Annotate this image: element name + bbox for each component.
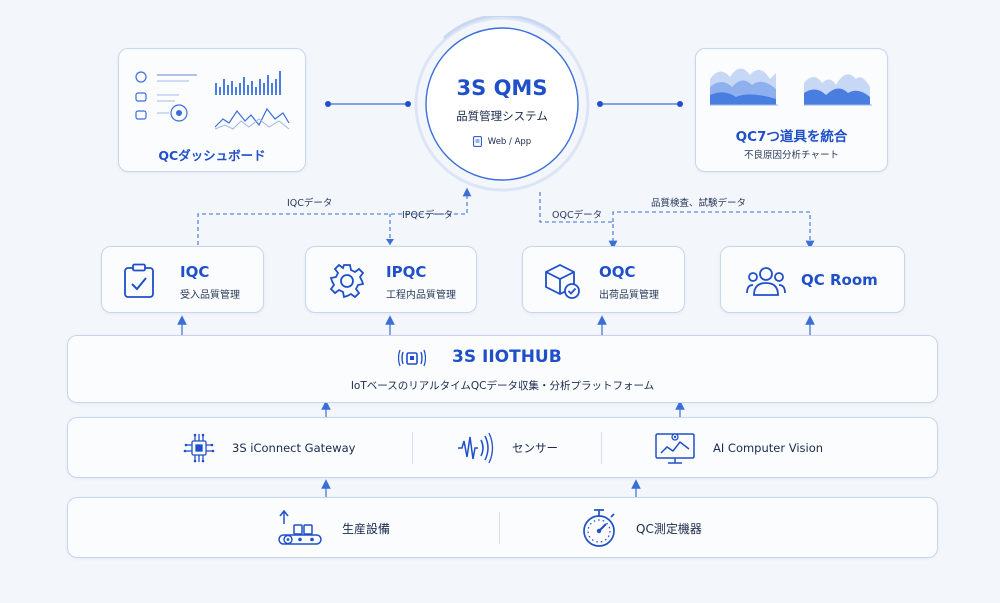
module-title-qc-room: QC Room: [801, 271, 878, 289]
center-subtitle: 品質管理システム: [456, 109, 548, 123]
flow-label-iqc: IQCデータ: [287, 198, 333, 209]
module-card-qc-room[interactable]: QC Room: [720, 246, 905, 313]
device-gateway[interactable]: 3S iConnect Gateway: [182, 432, 355, 464]
hub-title: 3S IIOTHUB: [452, 347, 562, 367]
module-subtitle-oqc: 出荷品質管理: [599, 290, 659, 301]
hub-subtitle: IoTベースのリアルタイムQCデータ収集・分析プラットフォーム: [350, 380, 655, 392]
sources-divider: [499, 512, 500, 544]
users-icon: [746, 267, 786, 296]
module-title-iqc: IQC: [180, 263, 210, 281]
box-check-icon: [545, 263, 580, 299]
iot-gateway-icon: [398, 349, 426, 367]
device-sensor[interactable]: センサー: [456, 431, 558, 465]
monitor-vision-icon: [655, 433, 695, 464]
flow-label-inspection: 品質検査、試験データ: [651, 198, 747, 209]
iiothub-card[interactable]: 3S IIOTHUB IoTベースのリアルタイムQCデータ収集・分析プラットフォ…: [67, 335, 938, 403]
source-qc-instruments-label: QC測定機器: [636, 521, 702, 536]
qc7-subtitle: 不良原因分析チャート: [744, 150, 839, 161]
flow-label-ipqc: IPQCデータ: [402, 210, 454, 221]
flow-label-oqc: OQCデータ: [552, 210, 603, 221]
center-title: 3S QMS: [456, 76, 548, 100]
source-qc-instruments[interactable]: QC測定機器: [578, 506, 702, 550]
center-ring-icon: [414, 16, 590, 192]
device-icon: [472, 136, 482, 147]
dashboard-label: QCダッシュボード: [158, 148, 266, 163]
source-production-equipment[interactable]: 生産設備: [276, 508, 390, 548]
module-title-ipqc: IPQC: [386, 263, 427, 281]
qc7-tools-card[interactable]: QC7つ道具を統合 不良原因分析チャート: [695, 48, 888, 172]
device-gateway-label: 3S iConnect Gateway: [232, 441, 356, 455]
chip-icon: [183, 433, 215, 463]
qc-dashboard-card[interactable]: QCダッシュボード: [118, 48, 306, 172]
sensor-wave-icon: [458, 432, 494, 464]
module-card-ipqc[interactable]: IPQC 工程内品質管理: [305, 246, 477, 313]
qc7-chart-preview-icon: [710, 68, 872, 106]
module-subtitle-ipqc: 工程内品質管理: [386, 290, 456, 301]
devices-divider-2: [601, 432, 602, 464]
qc7-title: QC7つ道具を統合: [735, 129, 848, 145]
stopwatch-icon: [583, 509, 615, 547]
center-badge-label: Web / App: [487, 136, 532, 147]
module-card-iqc[interactable]: IQC 受入品質管理: [101, 246, 264, 313]
sources-row: 生産設備 QC測定機器: [67, 497, 938, 558]
dashboard-preview-icon: [135, 71, 290, 130]
center-badge: Web / App: [414, 136, 590, 147]
device-ai-vision-label: AI Computer Vision: [713, 441, 824, 455]
gear-icon: [329, 263, 365, 299]
device-sensor-label: センサー: [512, 441, 558, 455]
module-title-oqc: OQC: [599, 263, 636, 281]
conveyor-icon: [278, 509, 322, 545]
module-card-oqc[interactable]: OQC 出荷品質管理: [522, 246, 685, 313]
device-ai-vision[interactable]: AI Computer Vision: [654, 431, 823, 465]
source-production-label: 生産設備: [342, 521, 391, 536]
module-subtitle-iqc: 受入品質管理: [180, 290, 240, 301]
devices-row: 3S iConnect Gateway センサー AI Computer Vis…: [67, 417, 938, 478]
center-qms-node[interactable]: 3S QMS 品質管理システム Web / App: [414, 16, 590, 192]
clipboard-check-icon: [124, 263, 154, 298]
devices-divider-1: [412, 432, 413, 464]
